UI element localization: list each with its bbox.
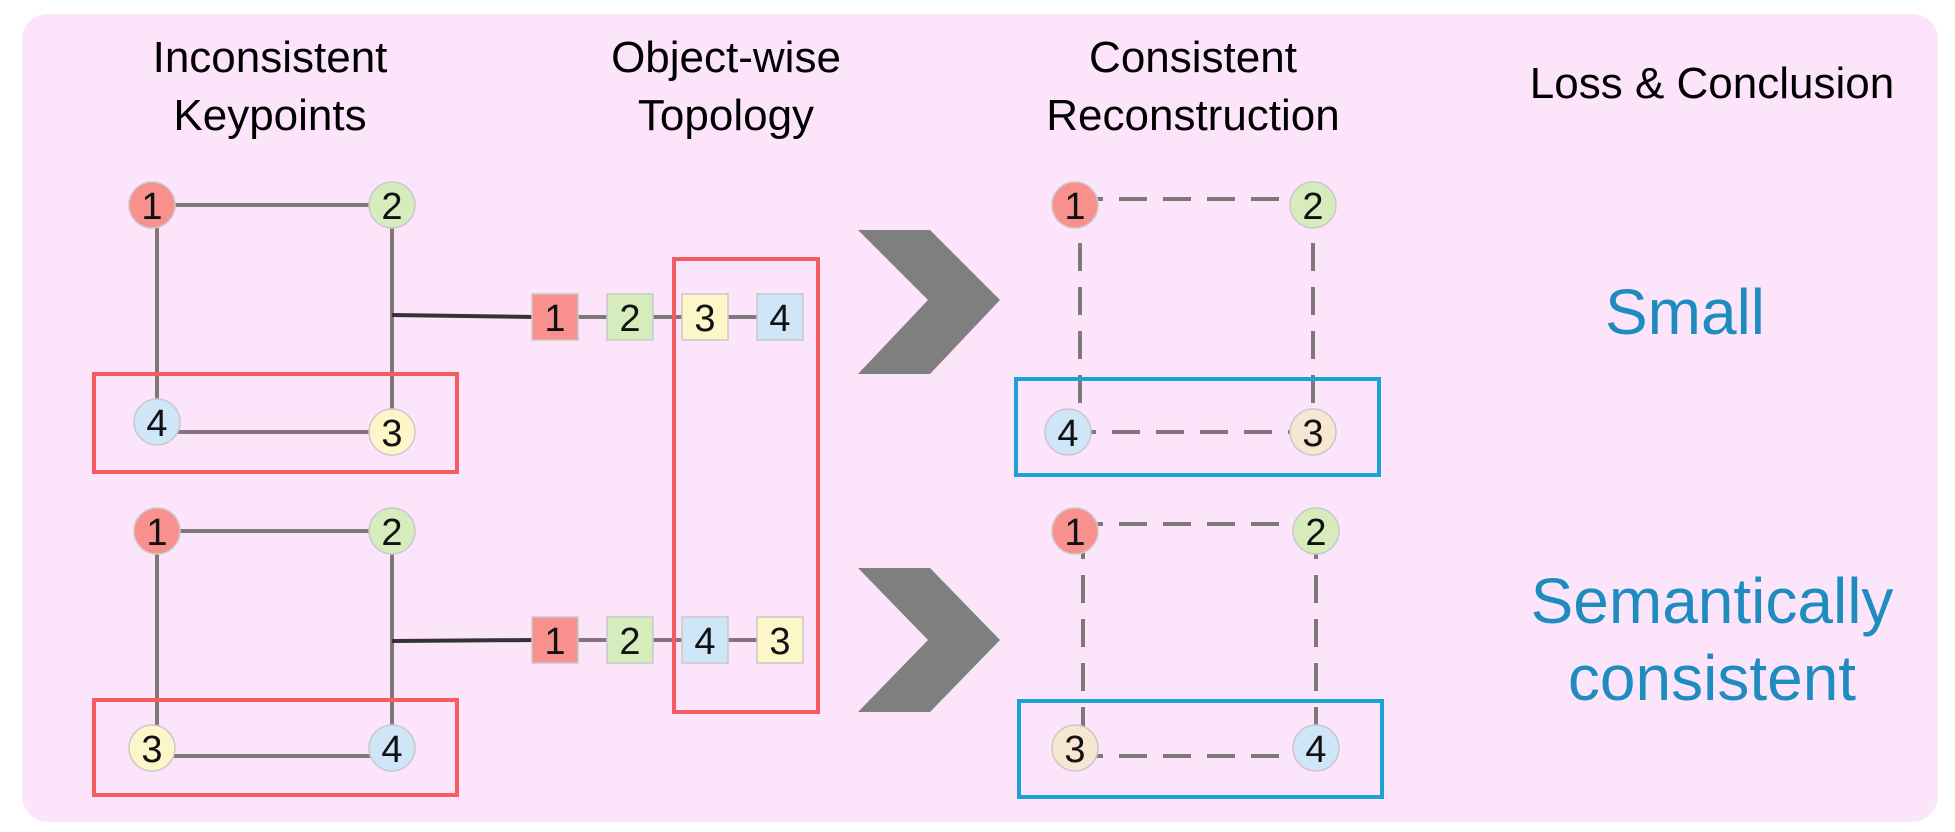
header-reconstruction-line1: Consistent	[1089, 33, 1297, 82]
keypoint-label: 1	[146, 512, 167, 554]
keypoint-label: 2	[381, 512, 402, 554]
keypoint-node-3: 3	[368, 408, 416, 456]
topology-token-label: 2	[619, 298, 640, 340]
keypoint-label: 1	[141, 186, 162, 228]
reconstruction-node-2: 2	[1289, 181, 1337, 229]
keypoint-highlight-box-top	[92, 372, 459, 474]
keypoints-bottom-graph	[152, 529, 394, 758]
keypoint-label: 3	[381, 413, 402, 455]
result-semantically-line1: Semantically	[1531, 565, 1894, 637]
reconstruction-label: 3	[1064, 729, 1085, 771]
result-semantically-line2: consistent	[1568, 642, 1856, 714]
reconstruction-node-3: 3	[1051, 724, 1099, 772]
topology-token: 4	[681, 616, 729, 664]
link-keypoints-to-topology-bottom	[391, 638, 536, 643]
reconstruction-top-graph	[1068, 197, 1315, 434]
header-loss-conclusion: Loss & Conclusion	[1530, 59, 1894, 108]
reconstruction-label: 4	[1057, 413, 1078, 455]
keypoint-label: 2	[381, 186, 402, 228]
reconstruction-bottom-graph	[1075, 522, 1318, 758]
reconstruction-node-4: 4	[1044, 408, 1092, 456]
header-inconsistent-line1: Inconsistent	[153, 33, 388, 82]
topology-token-label: 1	[544, 298, 565, 340]
header-topology-line1: Object-wise	[611, 33, 841, 82]
keypoint-node-2: 2	[368, 181, 416, 229]
topology-token: 4	[756, 293, 804, 341]
reconstruction-label: 3	[1302, 413, 1323, 455]
reconstruction-label: 2	[1305, 512, 1326, 554]
topology-token-label: 4	[769, 298, 790, 340]
reconstruction-node-4: 4	[1292, 724, 1340, 772]
keypoints-top-graph	[152, 203, 394, 434]
topology-token: 2	[606, 616, 654, 664]
topology-token-label: 2	[619, 621, 640, 663]
keypoint-highlight-box-bottom	[92, 698, 459, 797]
header-reconstruction-line2: Reconstruction	[1046, 91, 1339, 140]
topology-token-label: 4	[694, 621, 715, 663]
keypoint-node-3: 3	[128, 724, 176, 772]
keypoint-node-4: 4	[368, 724, 416, 772]
result-small: Small	[1605, 276, 1765, 348]
diagram-panel	[22, 14, 1938, 822]
topology-token: 2	[606, 293, 654, 341]
reconstruction-label: 2	[1302, 186, 1323, 228]
reconstruction-node-3: 3	[1289, 408, 1337, 456]
keypoint-node-1: 1	[133, 507, 181, 555]
chevron-right-icon	[858, 568, 1000, 712]
reconstruction-node-1: 1	[1051, 181, 1099, 229]
keypoint-node-4: 4	[133, 398, 181, 446]
keypoint-label: 4	[146, 403, 167, 445]
topology-token: 3	[681, 293, 729, 341]
reconstruction-highlight-box-bottom	[1017, 699, 1384, 799]
topology-token-label: 3	[769, 621, 790, 663]
keypoint-node-2: 2	[368, 507, 416, 555]
header-topology-line2: Topology	[638, 91, 814, 140]
topology-token: 3	[756, 616, 804, 664]
header-inconsistent-line2: Keypoints	[173, 91, 366, 140]
topology-token-label: 1	[544, 621, 565, 663]
chevron-right-icon	[858, 230, 1000, 374]
keypoint-node-1: 1	[128, 181, 176, 229]
link-keypoints-to-topology-top	[391, 313, 536, 319]
reconstruction-label: 4	[1305, 729, 1326, 771]
topology-token: 1	[531, 616, 579, 664]
reconstruction-node-1: 1	[1051, 507, 1099, 555]
reconstruction-highlight-box-top	[1014, 377, 1381, 477]
topology-highlight-box	[672, 257, 820, 714]
keypoint-label: 4	[381, 729, 402, 771]
keypoint-label: 3	[141, 729, 162, 771]
reconstruction-node-2: 2	[1292, 507, 1340, 555]
reconstruction-label: 1	[1064, 512, 1085, 554]
topology-token-label: 3	[694, 298, 715, 340]
topology-token: 1	[531, 293, 579, 341]
reconstruction-label: 1	[1064, 186, 1085, 228]
